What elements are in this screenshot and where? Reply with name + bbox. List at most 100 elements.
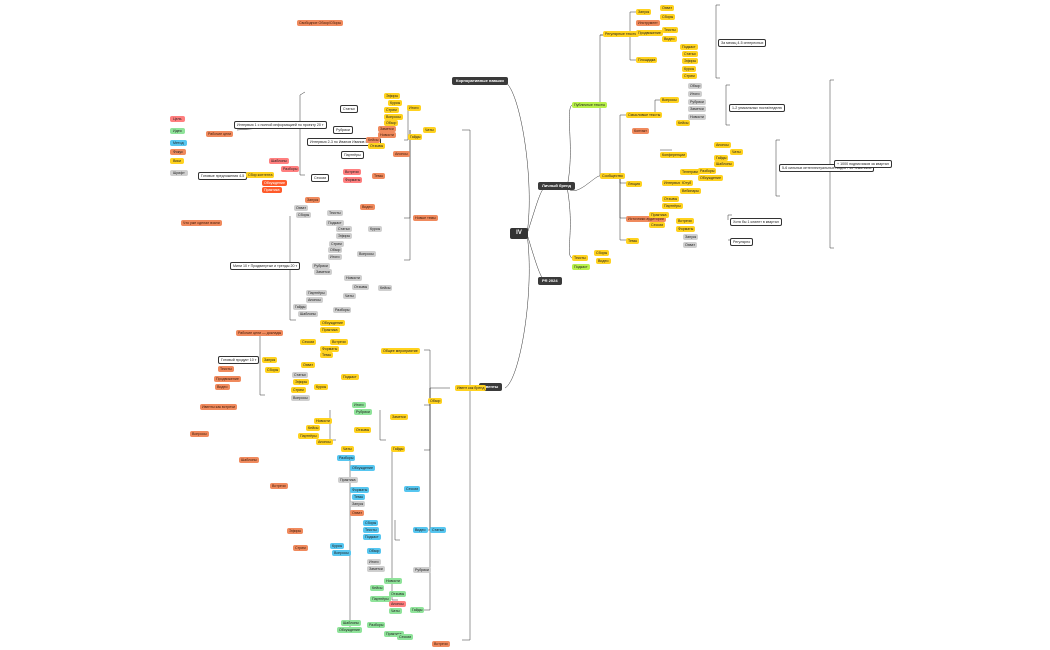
node[interactable]: Анонсы (316, 439, 333, 446)
node[interactable]: Тексты (327, 210, 343, 217)
note[interactable]: Сессии (311, 174, 330, 183)
node[interactable]: Обзор (384, 120, 399, 127)
node[interactable]: Охват (660, 5, 674, 12)
node[interactable]: Сессии (404, 486, 421, 493)
node[interactable]: Практика (384, 631, 404, 638)
node[interactable]: Лекция (626, 181, 642, 188)
node[interactable]: Рубрики (413, 567, 431, 574)
node[interactable]: Чаты (343, 293, 356, 300)
node[interactable]: Гайды (391, 446, 406, 453)
node[interactable]: Заметки (314, 269, 332, 276)
node[interactable]: Запуск (636, 9, 652, 16)
node[interactable]: Видео (662, 36, 677, 43)
node[interactable]: Кейсы (306, 425, 321, 432)
node[interactable]: Новости (314, 418, 332, 425)
node[interactable]: Смысловые тексты (626, 112, 663, 119)
node[interactable]: Чаты (423, 127, 436, 134)
branch-corporate[interactable]: Корпоративные навыки (452, 77, 508, 86)
node[interactable]: Вопросы (291, 395, 310, 402)
node[interactable]: Курсы (682, 66, 697, 73)
node[interactable]: Стрим (291, 387, 306, 394)
node[interactable]: Рубрики (354, 409, 372, 416)
node[interactable]: Контакт (632, 128, 649, 135)
node[interactable]: Эфиры (384, 93, 401, 100)
node[interactable]: Вебинары (680, 188, 701, 195)
node[interactable]: Встречи (432, 641, 450, 648)
node[interactable]: Разборы (333, 307, 352, 314)
node[interactable]: Эфиры (682, 58, 699, 65)
node[interactable]: Эфиры (293, 379, 310, 386)
node[interactable]: Обзор (428, 398, 443, 405)
node[interactable]: Источники аудитории (626, 216, 666, 223)
node[interactable]: Стрим (384, 107, 399, 114)
node[interactable]: Эфиры (287, 528, 304, 535)
node[interactable]: Обзор (367, 548, 382, 555)
node[interactable]: Практика (649, 212, 669, 219)
note[interactable]: Рубрики (333, 126, 353, 135)
node[interactable]: Продвижение (214, 376, 241, 383)
node[interactable]: Вопросы (190, 431, 209, 438)
node[interactable]: Кейсы (366, 137, 381, 144)
note[interactable]: Готовые предложения 4-5 (198, 172, 248, 181)
node[interactable]: Гайды (714, 155, 729, 162)
note[interactable]: Статьи (340, 105, 358, 114)
node[interactable]: Сборы (363, 520, 379, 527)
note[interactable]: 1-2 уникальных поста/неделю (729, 104, 785, 113)
node[interactable]: Ютуб (680, 180, 694, 187)
node[interactable]: Вопросы (332, 550, 351, 557)
note[interactable]: Регулярно (730, 238, 754, 247)
node[interactable]: Обсуждение (337, 627, 362, 634)
note[interactable]: Готовый продукт 10 т (218, 356, 260, 365)
node[interactable]: Запуск (350, 501, 366, 508)
node[interactable]: Конференции (660, 152, 688, 159)
node[interactable]: Сессии (397, 634, 414, 641)
node[interactable]: Телеграм (680, 169, 700, 176)
node[interactable]: Практика (338, 477, 358, 484)
node[interactable]: Новые темы (413, 215, 438, 222)
node[interactable]: Курсы (388, 100, 403, 107)
node[interactable]: Разборы (698, 168, 717, 175)
node[interactable]: Что уже сделал взяли (181, 220, 222, 227)
node[interactable]: Итоги (352, 402, 366, 409)
node[interactable]: Сообщество (600, 173, 625, 180)
central-topic[interactable]: IV (510, 228, 528, 239)
node[interactable]: Запуск (683, 234, 699, 241)
node[interactable]: Сборы (594, 250, 610, 257)
node[interactable]: Тексты (662, 27, 678, 34)
node[interactable]: Статьи (292, 372, 308, 379)
node[interactable]: Тексты (363, 527, 379, 534)
node[interactable]: Кейсы (378, 285, 393, 292)
node[interactable]: Анонсы (306, 297, 323, 304)
node[interactable]: Сборы (265, 367, 281, 374)
node[interactable]: Итоги (367, 559, 381, 566)
node[interactable]: Рубрики (312, 263, 330, 270)
node[interactable]: Инструмент (636, 20, 660, 27)
node[interactable]: Сборы (660, 14, 676, 21)
node[interactable]: Темы (320, 352, 334, 359)
node[interactable]: Итоги (688, 91, 702, 98)
node[interactable]: Рабочие цели — доклады (236, 330, 284, 337)
note[interactable]: 5-6 сильных интеллектуальных людей / 40 … (779, 164, 875, 173)
node[interactable]: Стрим (329, 241, 344, 248)
node[interactable]: Шаблоны (714, 161, 734, 168)
node[interactable]: Анонсы (714, 142, 731, 149)
node[interactable]: Подкаст (680, 44, 698, 51)
node[interactable]: Стрим (682, 73, 697, 80)
node[interactable]: Обзор (328, 247, 343, 254)
node[interactable]: Запуск (305, 197, 321, 204)
node[interactable]: Гайды (410, 607, 425, 614)
node[interactable]: Подкаст (341, 374, 359, 381)
node[interactable]: Встречи (270, 483, 288, 490)
node[interactable]: Обсуждение (262, 180, 287, 187)
node[interactable]: Темы (352, 494, 366, 501)
node[interactable]: Подкаст (326, 220, 344, 227)
node[interactable]: Новости (378, 132, 396, 139)
node[interactable]: Тексты (572, 255, 588, 262)
node[interactable]: Партнёры (306, 290, 327, 297)
node[interactable]: Эфиры (336, 233, 353, 240)
node[interactable]: Форматы (320, 346, 340, 353)
note[interactable]: За месяц 4-5 интересных (718, 39, 767, 48)
node[interactable]: Продвижение (636, 30, 663, 37)
node[interactable]: Сессии (300, 339, 317, 346)
node[interactable]: Итоги (328, 254, 342, 261)
